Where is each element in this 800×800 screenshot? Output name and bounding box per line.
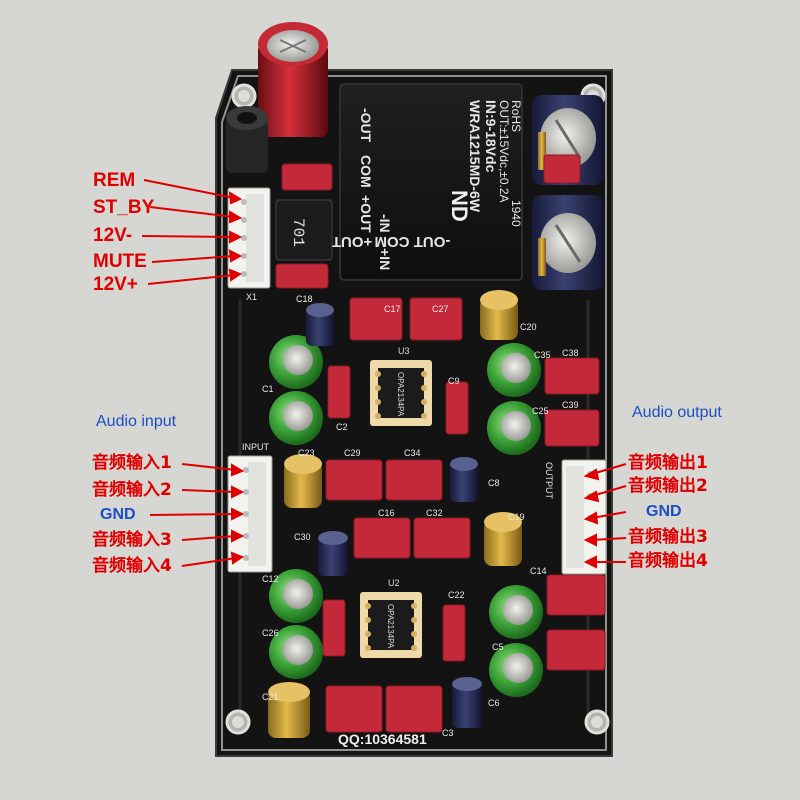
opamp-chip-u2: OPA2134PA U2 (360, 578, 422, 658)
module-input-spec: IN:9-18Vdc (483, 100, 499, 173)
silkscreen-ref: C8 (488, 478, 500, 488)
module-date-code: 1940 (509, 200, 523, 227)
silkscreen-ref: C27 (432, 304, 449, 314)
module-pin-com-label: COM (358, 155, 374, 188)
silkscreen-ref: C12 (262, 574, 279, 584)
silkscreen-ref: C22 (448, 590, 465, 600)
label-st-by: ST_BY (93, 197, 155, 218)
audio-input-label-4: 音频输入4 (92, 556, 172, 576)
module-pin-out-minus: -OUT (414, 233, 451, 250)
gold-capacitors (268, 290, 522, 738)
green-capacitors (269, 335, 543, 697)
audio-output-label-gnd: GND (646, 503, 682, 520)
silkscreen-qq: QQ:10364581 (338, 731, 427, 747)
film-capacitors (275, 154, 606, 733)
audio-input-label-gnd: GND (100, 506, 136, 523)
blue-capacitors (306, 303, 482, 728)
chip-u2-ref: U2 (388, 578, 400, 588)
label-12v-plus: 12V+ (93, 274, 138, 295)
silkscreen-x1: X1 (246, 292, 257, 302)
silkscreen-ref: C14 (530, 566, 547, 576)
input-label-arrows (149, 463, 245, 567)
silkscreen-ref: C38 (562, 348, 579, 358)
input-connector (227, 455, 273, 573)
audio-input-label-2: 音频输入2 (92, 480, 172, 500)
chip-u2-marking: OPA2134PA (386, 604, 395, 649)
chip-u3-ref: U3 (398, 346, 410, 356)
silkscreen-ref: C19 (508, 512, 525, 522)
silkscreen-ref: C29 (344, 448, 361, 458)
module-pin-in-minus: -IN (377, 214, 393, 233)
silkscreen-ref: C21 (262, 692, 279, 702)
silkscreen-ref: C39 (562, 400, 579, 410)
opamp-chip-u3: OPA2134PA U3 (370, 346, 432, 426)
silkscreen-ref: C25 (532, 406, 549, 416)
silkscreen-ref: C32 (426, 508, 443, 518)
module-pin-com: COM (375, 233, 410, 250)
label-rem: REM (93, 170, 136, 191)
silkscreen-ref: C2 (336, 422, 348, 432)
module-pin-in-plus: +IN (377, 248, 393, 270)
silkscreen-output: OUTPUT (544, 462, 554, 500)
module-output-spec: OUT:±15Vdc,±0.2A (497, 100, 511, 203)
audio-output-label-4: 音频输出4 (628, 551, 708, 571)
module-pin-out-plus: +OUT (332, 233, 372, 250)
audio-output-heading: Audio output (632, 404, 722, 421)
label-mute: MUTE (93, 251, 147, 272)
power-connector (227, 187, 271, 289)
audio-output-label-3: 音频输出3 (628, 527, 708, 547)
silkscreen-ref: C34 (404, 448, 421, 458)
black-inductor (226, 106, 268, 173)
output-label-arrows (583, 463, 627, 569)
power-label-arrows (141, 179, 243, 285)
chip-u3-marking: OPA2134PA (396, 372, 405, 417)
module-pin-out-plus-label: +OUT (358, 195, 374, 233)
smd-inductor: 701 (275, 199, 333, 261)
module-rohs: RoHS (509, 100, 523, 132)
silkscreen-ref: C18 (296, 294, 313, 304)
silkscreen-ref: C6 (488, 698, 500, 708)
audio-input-label-1: 音频输入1 (92, 453, 172, 473)
silkscreen-ref: C20 (520, 322, 537, 332)
silkscreen-ref: C3 (442, 728, 454, 738)
audio-input-heading: Audio input (96, 413, 177, 430)
silkscreen-ref: C17 (384, 304, 401, 314)
silkscreen-ref: C5 (492, 642, 504, 652)
silkscreen-ref: C1 (262, 384, 274, 394)
silkscreen-ref: C30 (294, 532, 311, 542)
module-brand: ND (447, 190, 472, 222)
audio-output-label-1: 音频输出1 (628, 453, 708, 473)
silkscreen-input: INPUT (242, 442, 270, 452)
silkscreen-ref: C23 (298, 448, 315, 458)
red-capacitor-large (258, 22, 328, 137)
audio-output-label-2: 音频输出2 (628, 476, 708, 496)
module-pin-out-minus-label: -OUT (358, 108, 374, 143)
silkscreen-ref: C26 (262, 628, 279, 638)
silkscreen-ref: C16 (378, 508, 395, 518)
label-12v-minus: 12V- (93, 225, 133, 246)
module-model: WRA1215MD-6W (467, 100, 483, 213)
silkscreen-ref: C35 (534, 350, 551, 360)
dcdc-module: -OUT COM +OUT -OUT COM +OUT ND WRA1215MD… (332, 83, 523, 281)
inductor-marking: 701 (289, 218, 307, 247)
audio-input-label-3: 音频输入3 (92, 530, 172, 550)
silkscreen-ref: C9 (448, 376, 460, 386)
